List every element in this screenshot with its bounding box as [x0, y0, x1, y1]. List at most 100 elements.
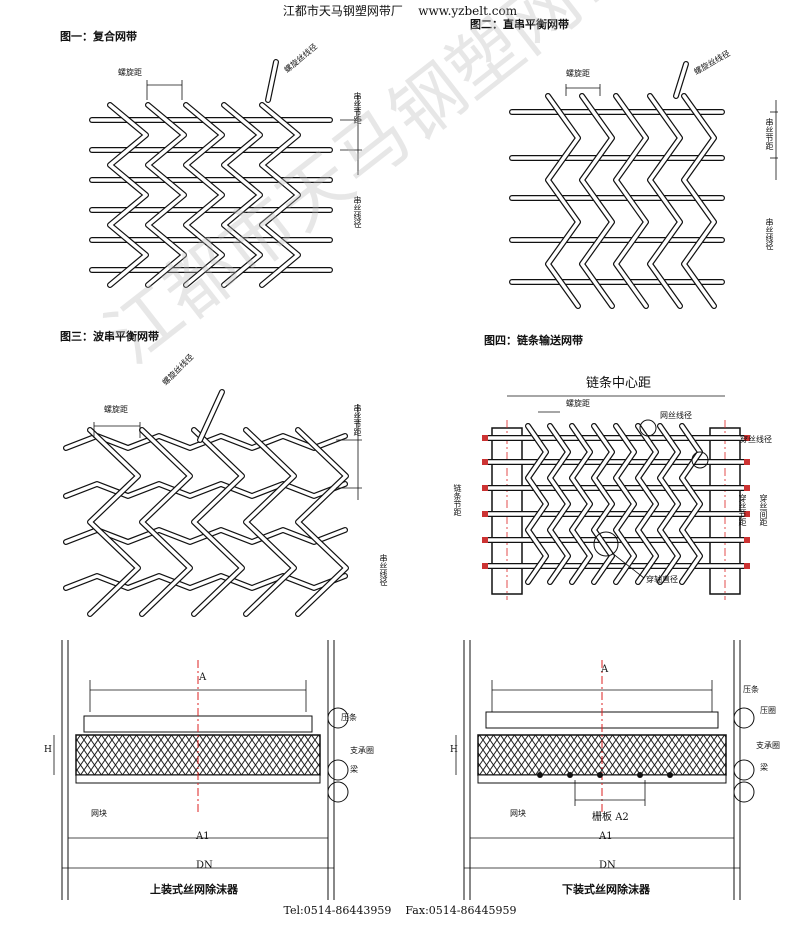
fig4-rod-end-l-4	[482, 537, 488, 543]
fig4-leader-shaft	[611, 552, 645, 579]
demL-bolt-0	[537, 772, 543, 778]
upper-A-label: A	[199, 672, 207, 683]
fig4-rod-end-l-0	[482, 435, 488, 441]
fig4-shaft-diameter-label: 穿轴直径	[646, 575, 678, 584]
upper-A1-label: A1	[196, 831, 210, 842]
demL-bolt-1	[567, 772, 573, 778]
fig4-spiral-4-inner	[614, 424, 636, 584]
website-link[interactable]: www.yzbelt.com	[418, 4, 518, 18]
fig4-rod-end-l-1	[482, 459, 488, 465]
fig4-spiral-pitch-label: 螺旋距	[566, 399, 590, 408]
upper-caption: 上装式丝网除沫器	[150, 883, 238, 896]
lower-beam-label: 梁	[760, 763, 768, 772]
fig4-rod-end-r-0	[744, 435, 750, 441]
demL-callout-2	[733, 759, 755, 781]
fig2-title: 图二：直串平衡网带	[470, 18, 569, 31]
fig4-rod-end-r-4	[744, 537, 750, 543]
demL-bolt-4	[667, 772, 673, 778]
fig3-spiral-0-inner	[88, 428, 140, 616]
fig3-spiral-pitch-label: 螺旋距	[104, 405, 128, 414]
fig3-spiral-3-inner	[244, 428, 296, 616]
fig2-cross-wire-label: 串丝线径	[765, 218, 774, 250]
upper-H-label: H	[44, 745, 52, 755]
lower-caption: 下装式丝网除沫器	[562, 883, 650, 896]
fig1-spiral-0-inner	[108, 103, 148, 287]
fig3-spiral-2-inner	[192, 428, 244, 616]
footer-tel: Tel:0514-86443959	[283, 904, 392, 917]
fig4-callout-shaft	[593, 531, 619, 557]
fig4-mesh-wire-label: 网丝线径	[660, 411, 692, 420]
fig1-spiral-2-inner	[184, 103, 224, 287]
lower-A2-prefix: 栅板	[592, 812, 612, 823]
demU-callout-3	[327, 781, 349, 803]
fig1-spiral-pitch-label: 螺旋距	[118, 68, 142, 77]
fig2-spiral-4-inner	[682, 94, 716, 308]
fig1-spiral-end-inner	[266, 60, 278, 102]
demU-callout-2	[327, 759, 349, 781]
lower-DN-label: DN	[599, 860, 616, 871]
lower-press-ring-label: 压圈	[760, 706, 776, 715]
fig4-cross-wire-label: 穿丝线径	[740, 435, 772, 444]
figure-2-straight-balanced-belt	[509, 61, 778, 309]
lower-support-ring-label: 支承圈	[756, 741, 780, 750]
fig1-spiral-4-inner	[260, 103, 300, 287]
demL-callout-1	[733, 707, 755, 729]
fig4-spiral-2-inner	[570, 424, 592, 584]
page-footer: Tel:0514-86443959 Fax:0514-86445959	[0, 904, 800, 917]
lower-A2-value: A2	[615, 812, 629, 823]
upper-DN-label: DN	[196, 860, 213, 871]
fig2-spiral-pitch-label: 螺旋距	[566, 69, 590, 78]
fig1-cross-wire-label: 串丝线径	[353, 196, 362, 228]
fig3-wave-rod-1-inner	[64, 482, 347, 498]
lower-A-label: A	[601, 664, 609, 675]
fig4-spiral-5-inner	[636, 424, 658, 584]
fig4-rod-end-r-5	[744, 563, 750, 569]
fig3-spiral-end-inner	[198, 390, 224, 442]
fig4-title: 图四：链条输送网带	[484, 334, 583, 347]
upper-beam-label: 梁	[350, 765, 358, 774]
page-header: 江都市天马钢塑网带厂 www.yzbelt.com	[0, 2, 800, 19]
upper-support-ring-label: 支承圈	[350, 746, 374, 755]
fig3-wave-rod-3-inner	[64, 574, 347, 590]
fig4-chain-pitch-label: 链条节距	[453, 484, 462, 516]
fig4-spiral-3-inner	[592, 424, 614, 584]
fig2-spiral-2-inner	[614, 94, 648, 308]
figure-3-wave-balanced-belt	[63, 389, 362, 617]
fig3-spiral-4-inner	[296, 428, 348, 616]
fig4-spiral-1-inner	[548, 424, 570, 584]
fig1-spiral-1-inner	[146, 103, 186, 287]
demister-lower-drawing	[455, 640, 755, 900]
fig2-spiral-1-inner	[580, 94, 614, 308]
fig4-rod-end-r-3	[744, 511, 750, 517]
fig3-spiral-1-inner	[140, 428, 192, 616]
figure-1-composite-belt	[89, 59, 362, 288]
demister-upper-drawing	[53, 640, 349, 900]
lower-bead-label: 压条	[743, 685, 759, 694]
fig1-title: 图一：复合网带	[60, 30, 137, 43]
lower-H-label: H	[450, 745, 458, 755]
fig2-spiral-end-inner	[674, 62, 688, 98]
fig4-cross-pitch-label: 穿丝节距	[738, 494, 747, 526]
fig3-cross-wire-label: 串丝线径	[379, 554, 388, 586]
demL-bolt-3	[637, 772, 643, 778]
fig3-title: 图三：波串平衡网带	[60, 330, 159, 343]
demL-callout-3	[733, 781, 755, 803]
upper-bead-label: 压条	[341, 713, 357, 722]
fig4-rod-end-r-1	[744, 459, 750, 465]
fig4-callout-mesh	[639, 419, 657, 437]
fig4-rod-end-r-2	[744, 485, 750, 491]
fig4-rod-end-l-3	[482, 511, 488, 517]
fig1-spiral-3-inner	[222, 103, 262, 287]
fig1-cross-pitch-label: 串丝节距	[353, 92, 362, 124]
fig2-spiral-0-inner	[546, 94, 580, 308]
lower-mesh-block-label: 网块	[510, 809, 526, 818]
fig4-spiral-6-inner	[658, 424, 680, 584]
company-name: 江都市天马钢塑网带厂	[282, 4, 403, 18]
fig4-rod-end-l-2	[482, 485, 488, 491]
fig4-cross-spacing-label: 穿丝间距	[759, 494, 768, 526]
footer-fax: Fax:0514-86445959	[405, 904, 517, 917]
demU-callout-1	[327, 707, 349, 729]
lower-A1-label: A1	[599, 831, 613, 842]
fig4-callout-cross	[691, 451, 709, 469]
demL-bolt-2	[597, 772, 603, 778]
